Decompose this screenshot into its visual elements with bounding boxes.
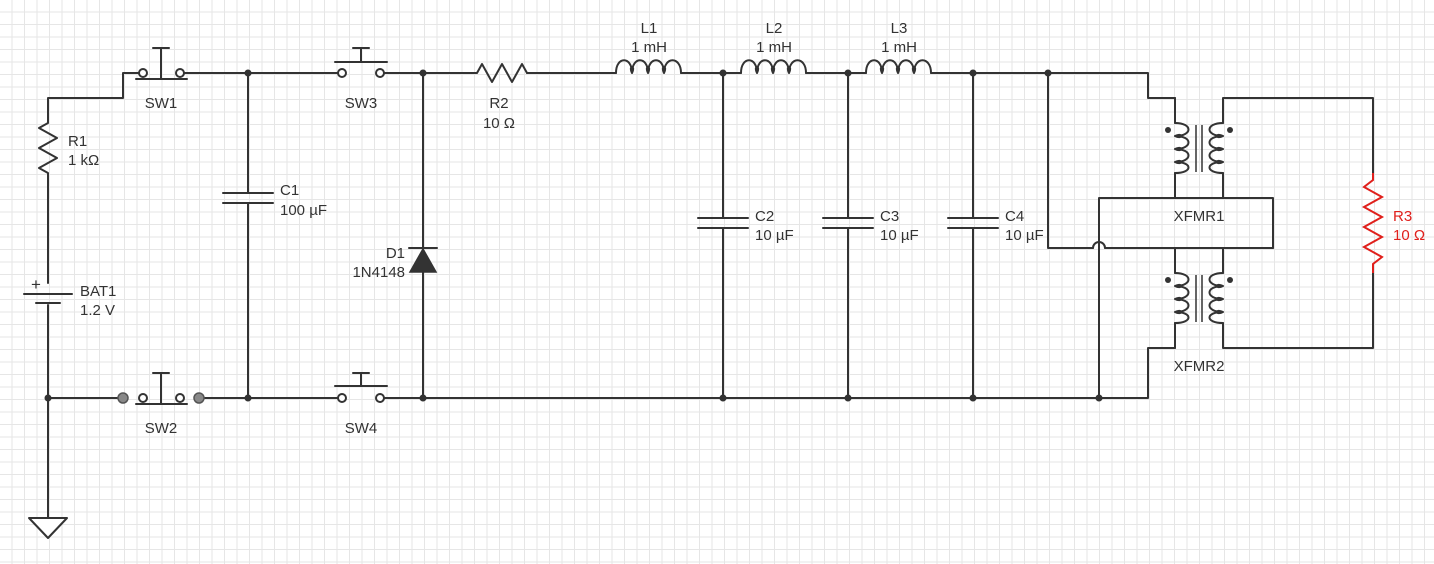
l3-symbol[interactable] bbox=[865, 59, 932, 74]
sw1-symbol[interactable] bbox=[135, 47, 188, 80]
junction-dot bbox=[969, 69, 977, 77]
labels: SW1 SW3 SW2 SW4 R1 1 kΩ R2 10 Ω R3 10 Ω … bbox=[31, 20, 1425, 437]
c4-symbol[interactable] bbox=[947, 217, 999, 229]
c1-value: 100 µF bbox=[280, 202, 327, 219]
bat1-value: 1.2 V bbox=[80, 302, 115, 319]
xfmr2-label: XFMR2 bbox=[1174, 358, 1225, 375]
r1-label: R1 bbox=[68, 133, 87, 150]
r3-value: 10 Ω bbox=[1393, 227, 1425, 244]
r2-label: R2 bbox=[489, 95, 508, 112]
l2-value: 1 mH bbox=[756, 39, 792, 56]
wire-left-top bbox=[47, 72, 141, 119]
c2-label: C2 bbox=[755, 208, 774, 225]
ground-icon bbox=[28, 517, 68, 539]
junction-dot bbox=[719, 394, 727, 402]
l3-label: L3 bbox=[891, 20, 908, 37]
junction-dot bbox=[719, 69, 727, 77]
d1-value: 1N4148 bbox=[352, 264, 405, 281]
c3-label: C3 bbox=[880, 208, 899, 225]
c2-value: 10 µF bbox=[755, 227, 794, 244]
c1-symbol[interactable] bbox=[222, 192, 274, 204]
bat1-plus-sign: + bbox=[31, 275, 41, 294]
junction-dot bbox=[244, 69, 252, 77]
junction-dot bbox=[844, 69, 852, 77]
sw4-symbol[interactable] bbox=[334, 372, 388, 403]
l2-symbol[interactable] bbox=[740, 59, 807, 74]
junction-dot bbox=[1044, 69, 1052, 77]
sw2-label: SW2 bbox=[145, 420, 178, 437]
xfmr2-symbol[interactable] bbox=[1165, 272, 1233, 324]
r1-symbol[interactable] bbox=[38, 117, 58, 179]
sw4-label: SW4 bbox=[345, 420, 378, 437]
c2-symbol[interactable] bbox=[697, 217, 749, 229]
junction-dot bbox=[969, 394, 977, 402]
wire-xfmr-cross-b bbox=[1098, 197, 1274, 399]
junction-dot bbox=[44, 394, 52, 402]
r3-label: R3 bbox=[1393, 208, 1412, 225]
r1-value: 1 kΩ bbox=[68, 152, 99, 169]
d1-symbol[interactable] bbox=[408, 247, 438, 273]
junction-dot bbox=[844, 394, 852, 402]
wire-top-l3-xfmr bbox=[930, 72, 1176, 99]
wire-x1-sec-top bbox=[1222, 97, 1374, 174]
sw3-symbol[interactable] bbox=[334, 47, 388, 78]
junction-dot bbox=[419, 69, 427, 77]
c3-symbol[interactable] bbox=[822, 217, 874, 229]
bat1-symbol[interactable] bbox=[23, 293, 73, 304]
wire-xfmr-cross-a bbox=[1047, 72, 1094, 249]
junction-dot bbox=[419, 394, 427, 402]
xfmr1-label: XFMR1 bbox=[1174, 208, 1225, 225]
sw1-label: SW1 bbox=[145, 95, 178, 112]
c3-value: 10 µF bbox=[880, 227, 919, 244]
r3-symbol[interactable] bbox=[1361, 173, 1385, 273]
junction-dot bbox=[1095, 394, 1103, 402]
junctions bbox=[44, 69, 1103, 402]
junction-dot bbox=[244, 394, 252, 402]
l1-symbol[interactable] bbox=[615, 59, 682, 74]
l1-value: 1 mH bbox=[631, 39, 667, 56]
bat1-label: BAT1 bbox=[80, 283, 116, 300]
c1-label: C1 bbox=[280, 182, 299, 199]
wire-x2-sec-bot bbox=[1222, 272, 1374, 349]
xfmr1-symbol[interactable] bbox=[1165, 122, 1233, 174]
wires bbox=[47, 72, 1374, 519]
c4-value: 10 µF bbox=[1005, 227, 1044, 244]
l1-label: L1 bbox=[641, 20, 658, 37]
sw3-label: SW3 bbox=[345, 95, 378, 112]
l3-value: 1 mH bbox=[881, 39, 917, 56]
sw2-symbol[interactable] bbox=[117, 372, 205, 405]
r2-value: 10 Ω bbox=[483, 115, 515, 132]
l2-label: L2 bbox=[766, 20, 783, 37]
d1-label: D1 bbox=[386, 245, 405, 262]
r2-symbol[interactable] bbox=[471, 63, 528, 83]
c4-label: C4 bbox=[1005, 208, 1024, 225]
wire-bottom-main bbox=[381, 347, 1176, 399]
